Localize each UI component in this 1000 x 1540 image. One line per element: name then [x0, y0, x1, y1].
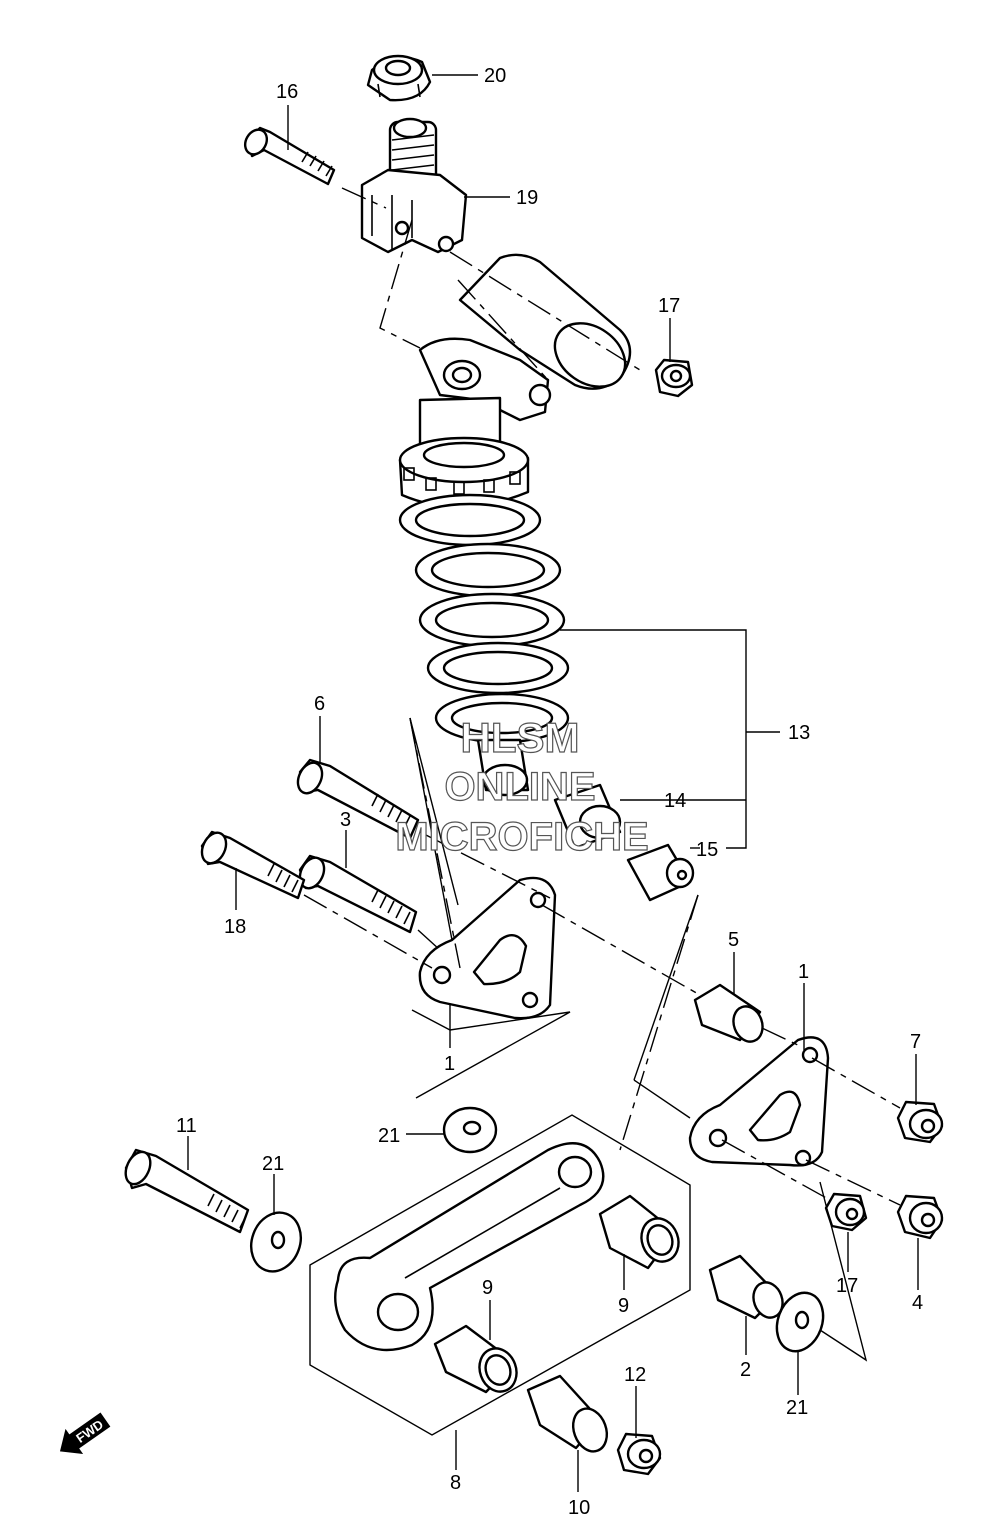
callout-12: 12 [624, 1364, 646, 1386]
callout-9-right: 9 [618, 1295, 629, 1317]
plate-1-left [418, 876, 557, 1020]
nut-17-lower [824, 1192, 868, 1232]
bolt-18 [200, 830, 306, 900]
nut-12 [616, 1432, 662, 1476]
nut-17-upper [654, 358, 694, 398]
bolt-6 [296, 758, 420, 840]
shock-absorber-13 [398, 337, 570, 797]
spacer-5 [693, 983, 764, 1043]
watermark: HLSM ONLINE MICROFICHE [395, 713, 650, 859]
callout-20: 20 [484, 65, 506, 87]
washer-21-left [250, 1211, 302, 1273]
assembly-lines [303, 187, 901, 1206]
bolt-16 [243, 126, 336, 186]
bracket-13 [560, 629, 780, 849]
callout-16: 16 [276, 81, 298, 103]
callout-10: 10 [568, 1497, 590, 1519]
nut-20 [366, 54, 432, 102]
callout-21-right: 21 [786, 1397, 808, 1419]
bearing-9-left [433, 1324, 518, 1394]
callout-14: 14 [664, 790, 686, 812]
clevis-19 [360, 117, 468, 254]
link-rod-8 [334, 1142, 605, 1352]
watermark-line-3: MICROFICHE [395, 815, 648, 859]
nut-7 [896, 1100, 944, 1144]
washer-21-upper [442, 1106, 498, 1154]
bolt-3 [298, 854, 418, 934]
nut-4 [896, 1194, 944, 1240]
callout-19: 19 [516, 187, 538, 209]
collar-10 [526, 1374, 609, 1453]
spacer-2 [708, 1254, 784, 1320]
callout-21-upper: 21 [378, 1125, 400, 1147]
callout-18: 18 [224, 916, 246, 938]
callout-8: 8 [450, 1472, 461, 1494]
callout-17-upper: 17 [658, 295, 680, 317]
callout-2: 2 [740, 1359, 751, 1381]
bolt-11 [124, 1148, 250, 1234]
callout-numbers: 20 16 19 17 13 6 14 3 15 18 5 1 1 7 21 1… [176, 65, 923, 1519]
callout-13: 13 [788, 722, 810, 744]
callout-5: 5 [728, 929, 739, 951]
spacer-15 [626, 843, 695, 902]
bushing-14 [553, 783, 622, 850]
plate-1-right [688, 1036, 830, 1167]
link-assembly-box [309, 894, 868, 1436]
watermark-line-1: HLSM [461, 714, 580, 761]
callout-9-left: 9 [482, 1277, 493, 1299]
callout-15: 15 [696, 839, 718, 861]
watermark-line-2: ONLINE [444, 765, 595, 809]
callout-4: 4 [912, 1292, 923, 1314]
callout-1-left: 1 [444, 1053, 455, 1075]
fwd-arrow-icon: FWD [59, 1412, 111, 1454]
callout-11: 11 [176, 1115, 197, 1137]
callout-7: 7 [910, 1031, 921, 1053]
leader-lines [187, 74, 919, 1492]
callout-17-lower: 17 [836, 1275, 858, 1297]
callout-3: 3 [340, 809, 351, 831]
callout-21-left: 21 [262, 1153, 284, 1175]
bearing-9-right [598, 1194, 680, 1270]
washer-21-right [775, 1291, 825, 1353]
callout-6: 6 [314, 693, 325, 715]
shock-reservoir [458, 253, 632, 390]
callout-1-right: 1 [798, 961, 809, 983]
